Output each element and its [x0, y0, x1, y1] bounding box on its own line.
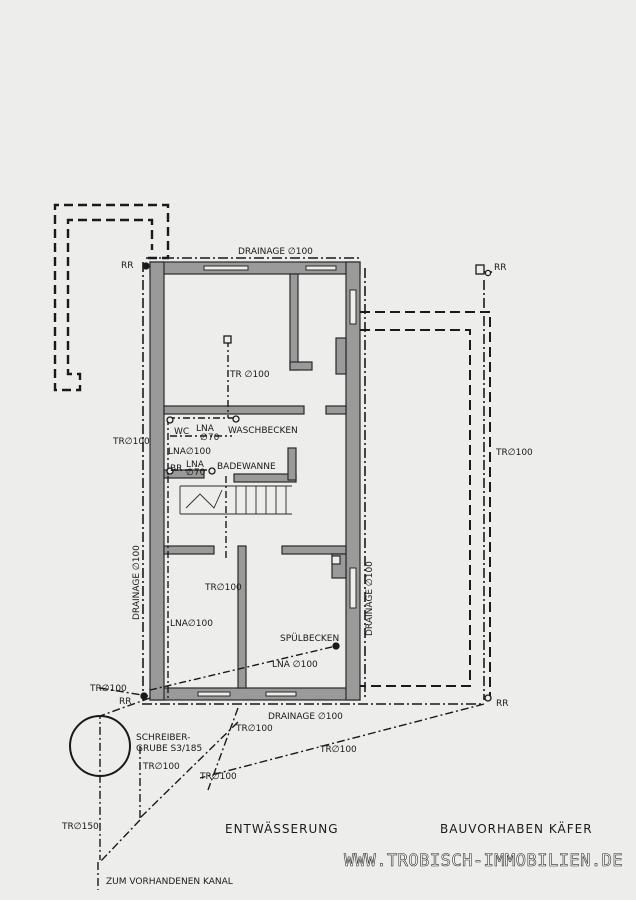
rr-top-right-box: [475, 264, 485, 275]
pipe-lines: [149, 340, 337, 700]
rr-bottom-right-label: RR: [496, 699, 509, 709]
lna100-lower-label: LNA∅100: [170, 619, 213, 629]
fixtures: [140, 262, 492, 702]
kanal-label: ZUM VORHANDENEN KANAL: [106, 877, 233, 887]
waschbecken-label: WASCHBECKEN: [228, 426, 298, 436]
lna70-a-line2: ∅70: [200, 433, 220, 443]
spuelbecken-point: [332, 642, 340, 650]
rr-bottom-left-point: [140, 692, 148, 700]
tr-right-label: TR∅100: [495, 448, 533, 458]
drainage-left-label: DRAINAGE ∅100: [132, 545, 142, 620]
lna70-b-line2: ∅70: [186, 468, 206, 478]
tr-bottom-3-label: TR∅100: [142, 762, 180, 772]
lna100-kitchen-label: LNA ∅100: [272, 660, 318, 670]
rr-top-left-label: RR: [121, 261, 134, 271]
dashed-outline-right: [360, 311, 491, 698]
rr-top-right-label: RR: [494, 263, 507, 273]
rr-bottom-right-point: [484, 694, 492, 702]
rr-top-left-point: [142, 262, 150, 270]
waschbecken-point: [232, 415, 240, 423]
drainage-bottom-label: DRAINAGE ∅100: [268, 712, 343, 722]
watermark-text: WWW.TROBISCH-IMMOBILIEN.DE: [344, 851, 623, 871]
spuelbecken-label: SPÜLBECKEN: [280, 633, 339, 644]
windows: [197, 265, 357, 697]
drainage-right-label: DRAINAGE ∅100: [365, 561, 375, 636]
plan-labels: RR RR RR RR DRAINAGE ∅100 DRAINAGE ∅100 …: [61, 247, 623, 887]
septic-pit-circle: [69, 715, 131, 777]
rr-bottom-left-label: RR: [119, 697, 132, 707]
tr-room-label: TR ∅100: [229, 370, 270, 380]
schreibergrube-line1: SCHREIBER-: [136, 733, 190, 743]
lna100-upper-label: LNA∅100: [168, 447, 211, 457]
bauvorhaben-title: BAUVORHABEN KÄFER: [440, 821, 593, 836]
lna70-a-line1: LNA: [196, 424, 215, 434]
badewanne-point: [208, 467, 216, 475]
outside-pipes: [97, 687, 485, 890]
br-label: BR: [170, 464, 182, 474]
drainage-top-label: DRAINAGE ∅100: [238, 247, 313, 257]
lna70-b-line1: LNA: [186, 460, 205, 470]
tr-bottom-2-label: TR∅100: [319, 745, 357, 755]
tr-150-label: TR∅150: [61, 822, 99, 832]
entwaesserung-title: ENTWÄSSERUNG: [225, 821, 339, 836]
tr-middle-label: TR∅100: [204, 583, 242, 593]
tr-left-upper-label: TR∅100: [112, 437, 150, 447]
tr-bottom-left-label: TR∅100: [89, 684, 127, 694]
floor-drain-marker: [223, 335, 232, 344]
tr-bottom-4-label: TR∅100: [199, 772, 237, 782]
drainage-lines: [142, 257, 492, 705]
dashed-outline-upper-left: [53, 203, 170, 392]
tr-bottom-1-label: TR∅100: [235, 724, 273, 734]
wc-label: WC: [174, 427, 189, 437]
schreibergrube-line2: GRUBE S3/185: [136, 744, 202, 754]
badewanne-label: BADEWANNE: [217, 462, 276, 472]
wc-point: [166, 416, 174, 424]
rr-top-right-point: [484, 269, 492, 277]
staircase: [179, 485, 292, 515]
br-point: [166, 467, 174, 475]
